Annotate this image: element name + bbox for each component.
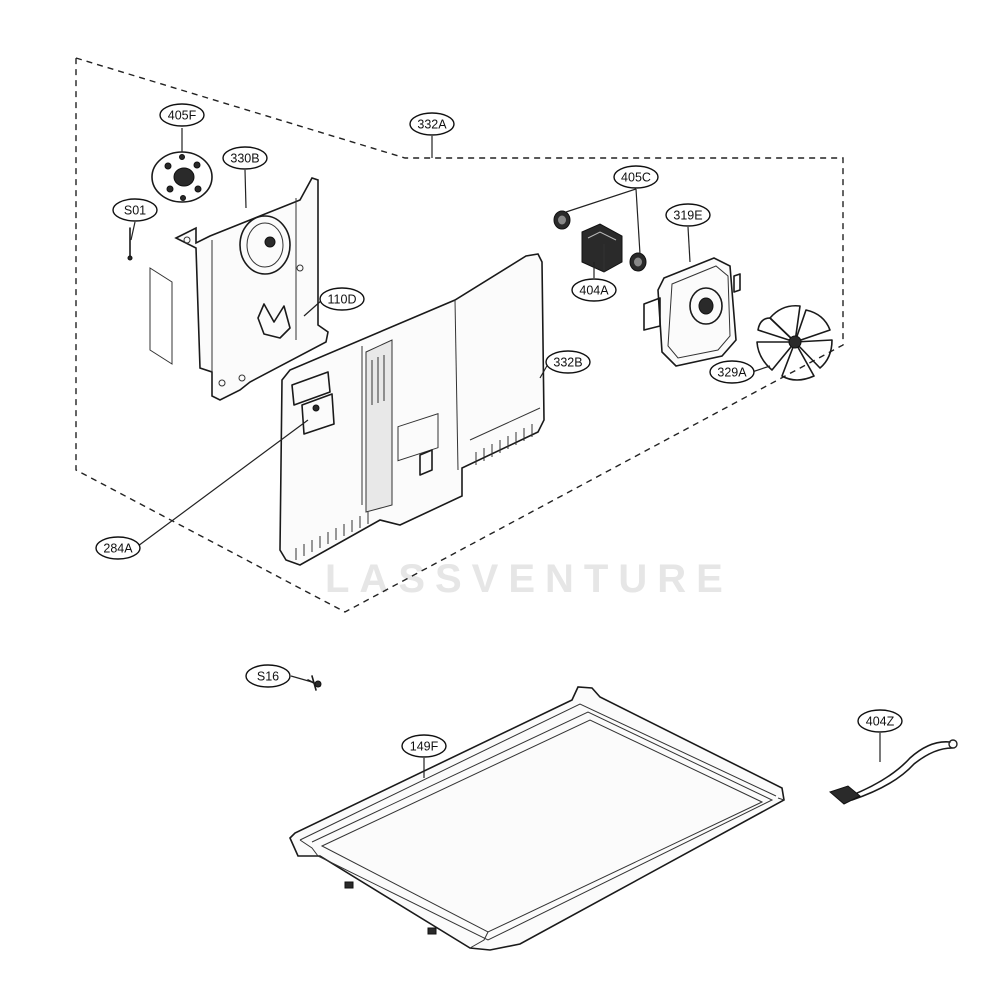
callout-110d: 110D <box>319 287 365 311</box>
part-s01-screw[interactable] <box>127 227 133 261</box>
part-405c-grommets[interactable] <box>553 210 647 272</box>
callout-284a: 284A <box>95 536 141 560</box>
leader-lines <box>130 128 881 778</box>
callout-oval <box>401 734 447 758</box>
callout-oval <box>159 103 205 127</box>
callout-405f: 405F <box>159 103 205 127</box>
callout-332b: 332B <box>545 350 591 374</box>
callout-oval <box>857 709 903 733</box>
part-329a-fan-blade[interactable] <box>756 304 833 381</box>
callout-oval <box>319 287 365 311</box>
callout-label: S16 <box>257 670 279 684</box>
callout-oval <box>665 203 711 227</box>
part-332b-cover[interactable] <box>279 253 545 566</box>
part-149f-shelf[interactable] <box>289 686 785 951</box>
callout-s01: S01 <box>112 198 158 222</box>
assembly-boundary <box>75 57 844 613</box>
callout-oval <box>245 664 291 688</box>
callout-oval <box>112 198 158 222</box>
callout-s16: S16 <box>245 664 291 688</box>
callout-label: 319E <box>673 209 702 223</box>
callout-label: 332B <box>553 356 582 370</box>
part-s16-screw[interactable] <box>307 675 322 691</box>
callout-404z: 404Z <box>857 709 903 733</box>
callout-label: S01 <box>124 204 146 218</box>
callout-329a: 329A <box>709 360 755 384</box>
callout-label: 329A <box>717 366 747 380</box>
callout-label: 332A <box>417 118 447 132</box>
part-404z-harness[interactable] <box>829 739 958 805</box>
callout-oval <box>222 146 268 170</box>
callout-oval <box>571 278 617 302</box>
callout-404a: 404A <box>571 278 617 302</box>
callout-oval <box>545 350 591 374</box>
callout-319e: 319E <box>665 203 711 227</box>
callout-330b: 330B <box>222 146 268 170</box>
callout-label: 110D <box>328 293 357 307</box>
callout-label: 330B <box>230 152 259 166</box>
callout-label: 404A <box>579 284 609 298</box>
callout-oval <box>709 360 755 384</box>
callout-label: 405F <box>168 109 197 123</box>
callout-label: 149F <box>410 740 439 754</box>
callout-label: 404Z <box>866 715 895 729</box>
part-405f-disc[interactable] <box>151 151 213 203</box>
callout-332a: 332A <box>409 112 455 136</box>
watermark-text: LASSVENTURE <box>325 557 733 601</box>
part-330b-bracket[interactable] <box>149 177 329 401</box>
callout-oval <box>95 536 141 560</box>
part-404a-motor[interactable] <box>581 223 623 273</box>
callout-149f: 149F <box>401 734 447 758</box>
callout-oval <box>409 112 455 136</box>
callout-405c: 405C <box>613 165 659 189</box>
callout-label: 284A <box>103 542 133 556</box>
callout-labels: 405F 330B S01 332A 405C 319E 404A 110D 332B 329A 2… <box>95 103 903 758</box>
callout-label: 405C <box>621 171 651 185</box>
callout-oval <box>613 165 659 189</box>
part-319e-fan-shroud[interactable] <box>643 257 741 367</box>
